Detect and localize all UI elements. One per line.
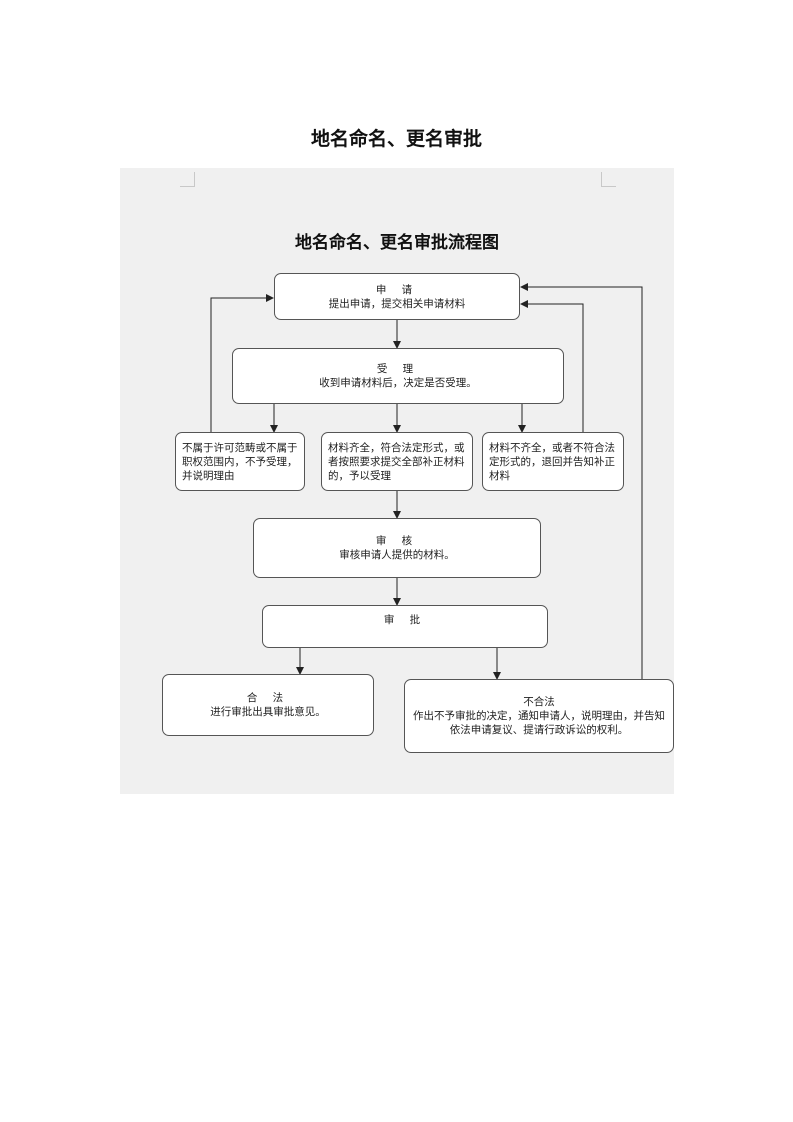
page-title: 地名命名、更名审批: [310, 128, 482, 150]
diagram-title: 地名命名、更名审批流程图: [295, 233, 499, 253]
node-legal-text: 进行审批出具审批意见。: [210, 706, 326, 718]
node-illegal-heading: 不合法: [523, 696, 555, 708]
node-review-heading: 审 核: [375, 535, 419, 547]
connector-lines: [210, 283, 643, 680]
node-accept-heading: 受 理: [376, 363, 420, 375]
node-complete: 材料齐全，符合法定形式，或者按照要求提交全部补正材料的，予以受理: [321, 432, 473, 491]
node-complete-text: 材料齐全，符合法定形式，或者按照要求提交全部补正材料的，予以受理: [328, 441, 465, 482]
arrow-illegal-to-apply: [520, 283, 643, 679]
flowchart-figure: 地名命名、更名审批流程图: [120, 168, 674, 794]
node-legal-heading: 合 法: [246, 692, 290, 704]
crop-mark: [601, 172, 616, 187]
node-reject: 不属于许可范畴或不属于职权范围内，不予受理，并说明理由: [175, 432, 305, 491]
node-supplement: 材料不齐全，或者不符合法定形式的，退回并告知补正材料: [482, 432, 624, 491]
node-illegal-text: 作出不予审批的决定，通知申请人，说明理由，并告知依法申请复议、提请行政诉讼的权利…: [413, 710, 665, 736]
node-apply-heading: 申 请: [375, 283, 419, 296]
arrow-supplement-to-apply: [520, 300, 584, 432]
node-approve: 审 批: [262, 605, 548, 648]
node-review: 审 核 审核申请人提供的材料。: [253, 518, 541, 578]
node-reject-text: 不属于许可范畴或不属于职权范围内，不予受理，并说明理由: [182, 441, 298, 482]
node-accept-text: 收到申请材料后，决定是否受理。: [319, 377, 477, 389]
node-approve-heading: 审 批: [383, 614, 427, 626]
crop-mark: [180, 172, 195, 187]
node-apply-text: 提出申请，提交相关申请材料: [328, 297, 466, 310]
node-accept: 受 理 收到申请材料后，决定是否受理。: [232, 348, 564, 404]
arrow-reject-to-apply: [210, 294, 274, 432]
node-supplement-text: 材料不齐全，或者不符合法定形式的，退回并告知补正材料: [489, 441, 615, 482]
node-apply: 申 请 提出申请，提交相关申请材料: [274, 273, 520, 320]
node-legal: 合 法 进行审批出具审批意见。: [162, 674, 374, 736]
node-review-text: 审核申请人提供的材料。: [339, 549, 455, 561]
node-illegal: 不合法 作出不予审批的决定，通知申请人，说明理由，并告知依法申请复议、提请行政诉…: [404, 679, 674, 753]
